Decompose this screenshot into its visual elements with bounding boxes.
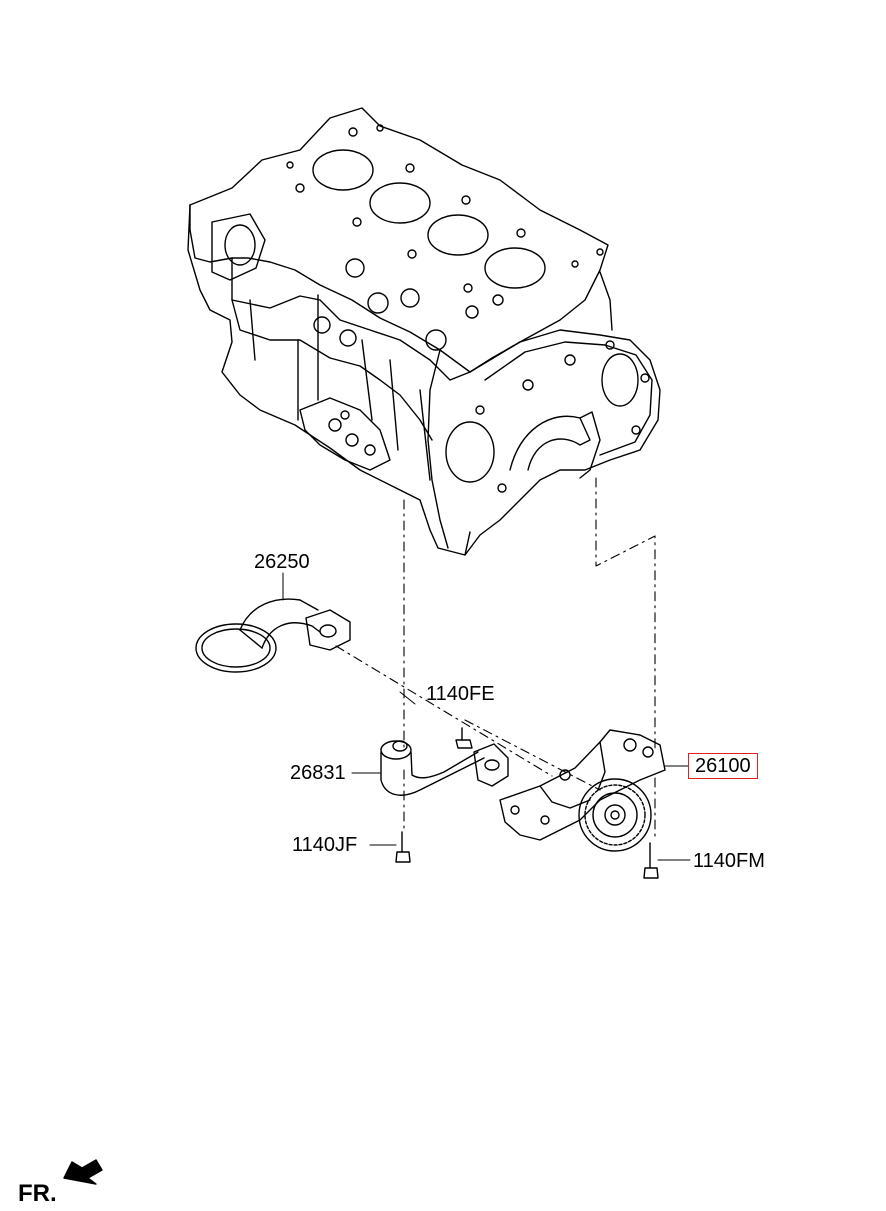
front-arrow-icon [63, 1159, 103, 1185]
label-1140JF[interactable]: 1140JF [292, 834, 358, 856]
bolt-1140JF [395, 831, 411, 863]
label-26100[interactable]: 26100 [688, 753, 758, 779]
oil-pump-26100 [499, 729, 666, 852]
leader-lines [282, 572, 691, 861]
assembly-lines [335, 477, 656, 841]
bolt-1140FM [643, 842, 659, 879]
oil-strainer-26831 [380, 740, 509, 796]
oil-pickup-26250 [195, 598, 351, 673]
label-26831[interactable]: 26831 [290, 762, 346, 784]
front-indicator-label: FR. [18, 1180, 57, 1207]
engine-block [187, 107, 661, 556]
label-26250[interactable]: 26250 [254, 551, 310, 573]
label-1140FE[interactable]: 1140FE [426, 683, 495, 705]
bolt-1140FE [455, 727, 473, 749]
label-1140FM[interactable]: 1140FM [693, 850, 765, 872]
